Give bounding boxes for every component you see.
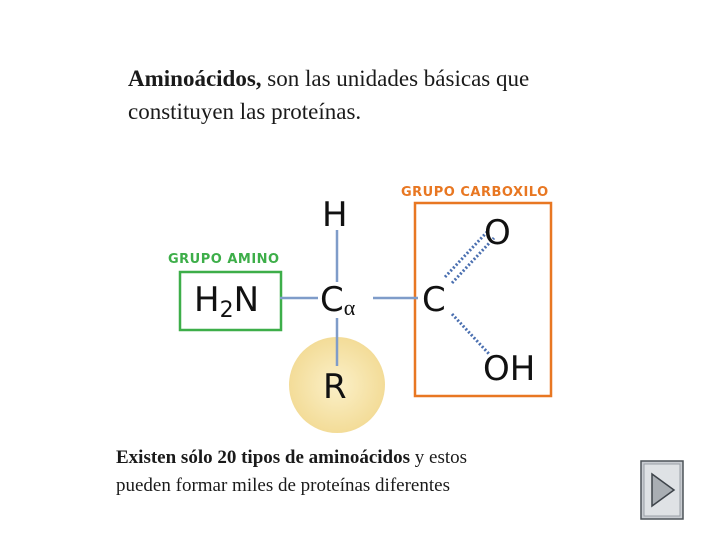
next-slide-button[interactable] [640, 460, 684, 520]
amino-group-box [178, 270, 283, 332]
carboxyl-group-box [413, 201, 553, 398]
play-triangle-icon [640, 460, 684, 520]
intro-line2: constituyen las proteínas. [128, 99, 362, 124]
atom-r: R [323, 367, 347, 407]
double-bond-line-1 [443, 230, 489, 279]
intro-rest: son las unidades básicas que [261, 66, 530, 91]
alpha-symbol: α [344, 295, 356, 320]
h2n-h: H [194, 280, 220, 320]
single-bond-c-oh [450, 312, 492, 357]
c-alpha-c: C [320, 280, 344, 320]
atom-h2n: H2N [194, 280, 259, 323]
atom-c-alpha: Cα [320, 280, 356, 320]
carboxyl-group-label: GRUPO CARBOXILO [401, 185, 549, 200]
amino-group-label: GRUPO AMINO [168, 252, 280, 267]
atom-h: H [322, 195, 348, 235]
footer-text: Existen sólo 20 tipos de aminoácidos y e… [116, 444, 616, 500]
footer-line2: pueden formar miles de proteínas diferen… [116, 475, 450, 496]
h2n-n: N [234, 280, 259, 320]
intro-bold: Aminoácidos, [128, 66, 262, 91]
intro-text: Aminoácidos, son las unidades básicas qu… [128, 62, 688, 128]
r-group-circle [289, 337, 385, 433]
footer-rest: y estos [410, 447, 468, 468]
atom-o: O [484, 213, 511, 253]
atom-c: C [422, 280, 446, 320]
footer-bold: Existen sólo 20 tipos de aminoácidos [116, 447, 411, 468]
h2n-subscript: 2 [220, 298, 234, 323]
atom-oh: OH [483, 349, 535, 389]
